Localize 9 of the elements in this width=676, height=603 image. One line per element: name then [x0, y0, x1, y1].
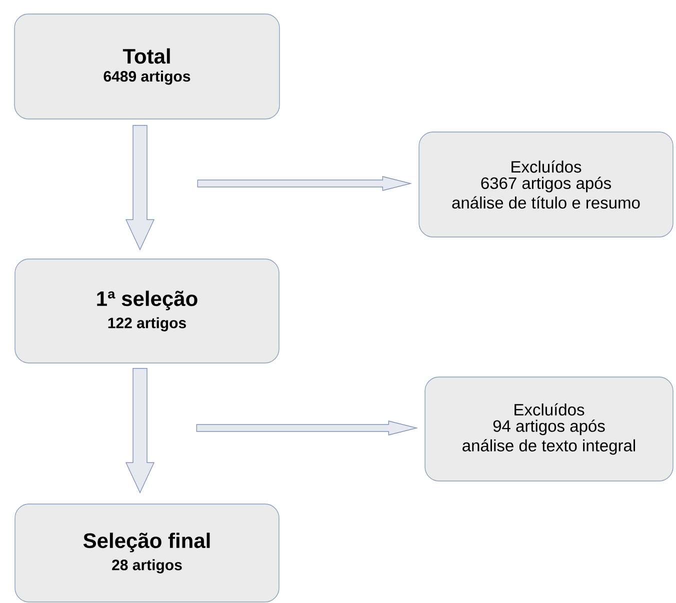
stage-box: 1ª seleção 122 artigos	[14, 258, 280, 364]
block-arrow	[197, 176, 412, 191]
exclusion-box: Excluídos 94 artigos após análise de texto integral	[424, 376, 674, 482]
stage-box: Total 6489 artigos	[14, 14, 280, 120]
block-arrow	[196, 420, 418, 436]
block-arrow	[125, 368, 155, 494]
block-arrow	[125, 125, 155, 250]
exclusion-box: Excluídos 6367 artigos após análise de título e resumo	[418, 132, 674, 238]
stage-box: Seleção final 28 artigos	[14, 504, 280, 602]
